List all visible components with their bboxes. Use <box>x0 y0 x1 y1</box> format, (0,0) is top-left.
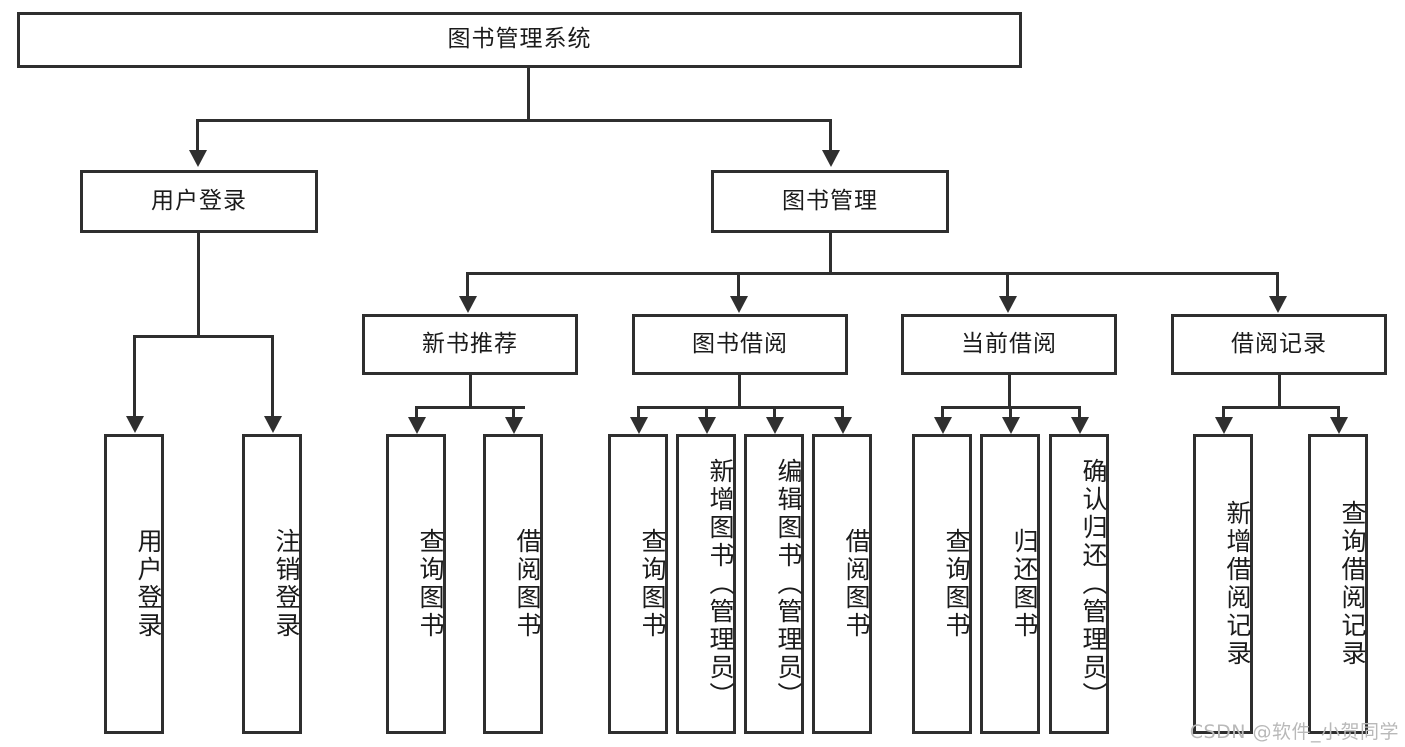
leaf-current-query-book[interactable]: 查询图书 <box>912 434 972 734</box>
arrow-new-book-child-2 <box>505 417 523 434</box>
edge-current-borrow-stem <box>1008 375 1011 406</box>
leaf-borrow-edit-book[interactable]: 编辑图书（管理员） <box>744 434 804 734</box>
node-book-management[interactable]: 图书管理 <box>711 170 949 233</box>
node-label: 查询图书 <box>416 528 445 640</box>
leaf-current-return-book[interactable]: 归还图书 <box>980 434 1040 734</box>
node-label: 新增借阅记录 <box>1223 500 1252 668</box>
edge-book-borrow-child-2 <box>705 406 708 420</box>
node-label: 借阅图书 <box>513 528 542 640</box>
edge-new-book-stem <box>469 375 472 406</box>
edge-book-borrow-child-1 <box>637 406 640 420</box>
node-label: 图书管理 <box>782 187 878 214</box>
arrow-book-borrow-child-1 <box>630 417 648 434</box>
arrow-current-borrow-child-3 <box>1071 417 1089 434</box>
arrow-user-login-child-1 <box>126 416 144 433</box>
edge-book-borrow-stem <box>738 375 741 406</box>
leaf-newbook-borrow-book[interactable]: 借阅图书 <box>483 434 543 734</box>
leaf-borrow-add-book[interactable]: 新增图书（管理员） <box>676 434 736 734</box>
edge-to-borrow-record <box>1276 272 1279 300</box>
node-current-borrow[interactable]: 当前借阅 <box>901 314 1117 375</box>
leaf-current-confirm-return[interactable]: 确认归还（管理员） <box>1049 434 1109 734</box>
node-label: 查询图书 <box>942 528 971 640</box>
arrow-current-borrow-child-1 <box>934 417 952 434</box>
node-label: 用户登录 <box>134 528 163 640</box>
arrow-to-current-borrow <box>999 296 1017 313</box>
arrow-user-login-child-2 <box>264 416 282 433</box>
edge-current-borrow-child-1 <box>941 406 944 420</box>
node-label: 查询借阅记录 <box>1338 500 1367 668</box>
node-label: 借阅图书 <box>842 528 871 640</box>
edge-current-borrow-child-3 <box>1078 406 1081 420</box>
edge-book-manage-stem <box>829 233 832 272</box>
arrow-to-book-manage <box>822 150 840 167</box>
edge-new-book-child-1 <box>415 406 418 420</box>
edge-user-login-bus <box>133 335 271 338</box>
leaf-user-logout[interactable]: 注销登录 <box>242 434 302 734</box>
node-label: 用户登录 <box>151 187 247 214</box>
edge-new-book-child-2 <box>512 406 515 420</box>
edge-user-login-child-2 <box>271 335 274 419</box>
arrow-book-borrow-child-4 <box>834 417 852 434</box>
node-label: 归还图书 <box>1010 528 1039 640</box>
node-label: 借阅记录 <box>1231 330 1327 357</box>
leaf-newbook-query-book[interactable]: 查询图书 <box>386 434 446 734</box>
edge-to-user-login <box>196 119 199 153</box>
leaf-user-login[interactable]: 用户登录 <box>104 434 164 734</box>
node-borrow-record[interactable]: 借阅记录 <box>1171 314 1387 375</box>
edge-level3-bus <box>466 272 1278 275</box>
leaf-borrow-query-book[interactable]: 查询图书 <box>608 434 668 734</box>
arrow-book-borrow-child-3 <box>766 417 784 434</box>
edge-user-login-stem <box>197 233 200 335</box>
edge-user-login-child-1 <box>133 335 136 419</box>
node-label: 确认归还（管理员） <box>1079 458 1108 710</box>
edge-book-borrow-bus <box>637 406 843 409</box>
node-new-book-recommend[interactable]: 新书推荐 <box>362 314 578 375</box>
arrow-new-book-child-1 <box>408 417 426 434</box>
node-root-system[interactable]: 图书管理系统 <box>17 12 1022 68</box>
node-label: 当前借阅 <box>961 330 1057 357</box>
leaf-record-add-record[interactable]: 新增借阅记录 <box>1193 434 1253 734</box>
edge-current-borrow-child-2 <box>1009 406 1012 420</box>
edge-to-new-book <box>466 272 469 300</box>
edge-borrow-record-child-2 <box>1337 406 1340 420</box>
arrow-to-book-borrow <box>730 296 748 313</box>
arrow-to-borrow-record <box>1269 296 1287 313</box>
edge-borrow-record-child-1 <box>1222 406 1225 420</box>
node-label: 编辑图书（管理员） <box>774 458 803 710</box>
leaf-borrow-borrow-book[interactable]: 借阅图书 <box>812 434 872 734</box>
edge-to-book-borrow <box>737 272 740 300</box>
node-label: 图书借阅 <box>692 330 788 357</box>
node-user-login[interactable]: 用户登录 <box>80 170 318 233</box>
node-label: 图书管理系统 <box>447 26 592 53</box>
edge-book-borrow-child-4 <box>841 406 844 420</box>
edge-to-book-manage <box>829 119 832 153</box>
node-label: 注销登录 <box>272 528 301 640</box>
edge-root-stem <box>527 68 530 119</box>
edge-new-book-bus <box>415 406 525 409</box>
edge-borrow-record-stem <box>1278 375 1281 406</box>
edge-borrow-record-bus <box>1222 406 1340 409</box>
leaf-record-query-record[interactable]: 查询借阅记录 <box>1308 434 1368 734</box>
node-book-borrow[interactable]: 图书借阅 <box>632 314 848 375</box>
arrow-to-new-book <box>459 296 477 313</box>
edge-level2-bus <box>196 119 832 122</box>
edge-book-borrow-child-3 <box>773 406 776 420</box>
arrow-borrow-record-child-1 <box>1215 417 1233 434</box>
arrow-book-borrow-child-2 <box>698 417 716 434</box>
node-label: 新书推荐 <box>422 330 518 357</box>
node-label: 查询图书 <box>638 528 667 640</box>
edge-to-current-borrow <box>1006 272 1009 300</box>
arrow-current-borrow-child-2 <box>1002 417 1020 434</box>
arrow-to-user-login <box>189 150 207 167</box>
node-label: 新增图书（管理员） <box>706 458 735 710</box>
arrow-borrow-record-child-2 <box>1330 417 1348 434</box>
